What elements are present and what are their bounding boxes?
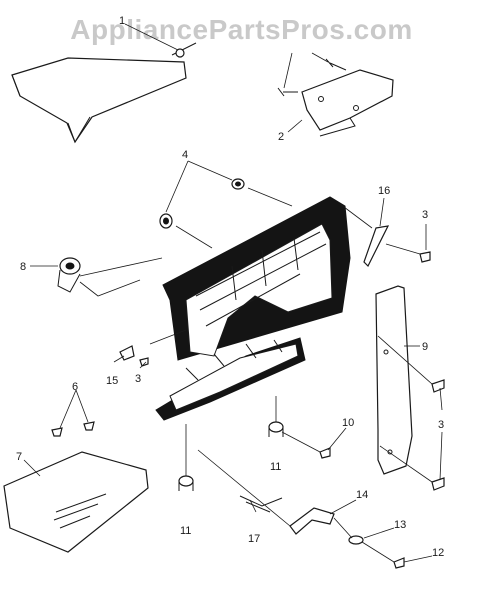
part-13-washer [348, 535, 364, 545]
callout-12: 12 [432, 547, 444, 559]
callout-6: 6 [72, 381, 78, 393]
watermark: AppliancePartsPros.com [70, 14, 413, 45]
callout-7: 7 [16, 451, 22, 463]
callout-3a: 3 [422, 209, 428, 221]
callout-3b: 3 [135, 373, 141, 385]
main-frame [155, 196, 351, 421]
part-3-screws [419, 251, 445, 491]
part-15-clip [119, 345, 149, 367]
part-7-base-plate [3, 451, 149, 553]
leader-lines [23, 23, 443, 563]
callout-8: 8 [20, 261, 26, 273]
callout-10: 10 [342, 417, 354, 429]
part-2-bracket [277, 58, 394, 137]
callout-9: 9 [422, 341, 428, 353]
part-6-screws [51, 421, 95, 437]
part-14-hinge [289, 507, 335, 535]
part-12-screw [393, 557, 405, 569]
callout-15: 15 [106, 375, 118, 387]
callout-2: 2 [278, 131, 284, 143]
callout-16: 16 [378, 185, 390, 197]
part-1-top-cover [11, 42, 197, 144]
part-17-clip [239, 495, 283, 513]
callout-11b: 11 [180, 525, 191, 537]
callout-1: 1 [119, 15, 125, 27]
callout-4: 4 [182, 149, 188, 161]
callout-11a: 11 [270, 461, 281, 473]
part-11-feet [178, 421, 284, 491]
part-4-grommets [159, 178, 245, 229]
part-10-screw [319, 447, 331, 459]
guide-lines [149, 187, 433, 563]
callout-17: 17 [248, 533, 260, 545]
callout-labels: 1 2 3 3 3 4 6 7 8 9 10 11 11 12 13 14 15… [16, 15, 444, 559]
part-8-knob [57, 257, 163, 297]
part-9-side-plate [375, 285, 413, 475]
part-16-latch [363, 225, 390, 268]
callout-3c: 3 [438, 419, 444, 431]
callout-13: 13 [394, 519, 406, 531]
callout-14: 14 [356, 489, 368, 501]
